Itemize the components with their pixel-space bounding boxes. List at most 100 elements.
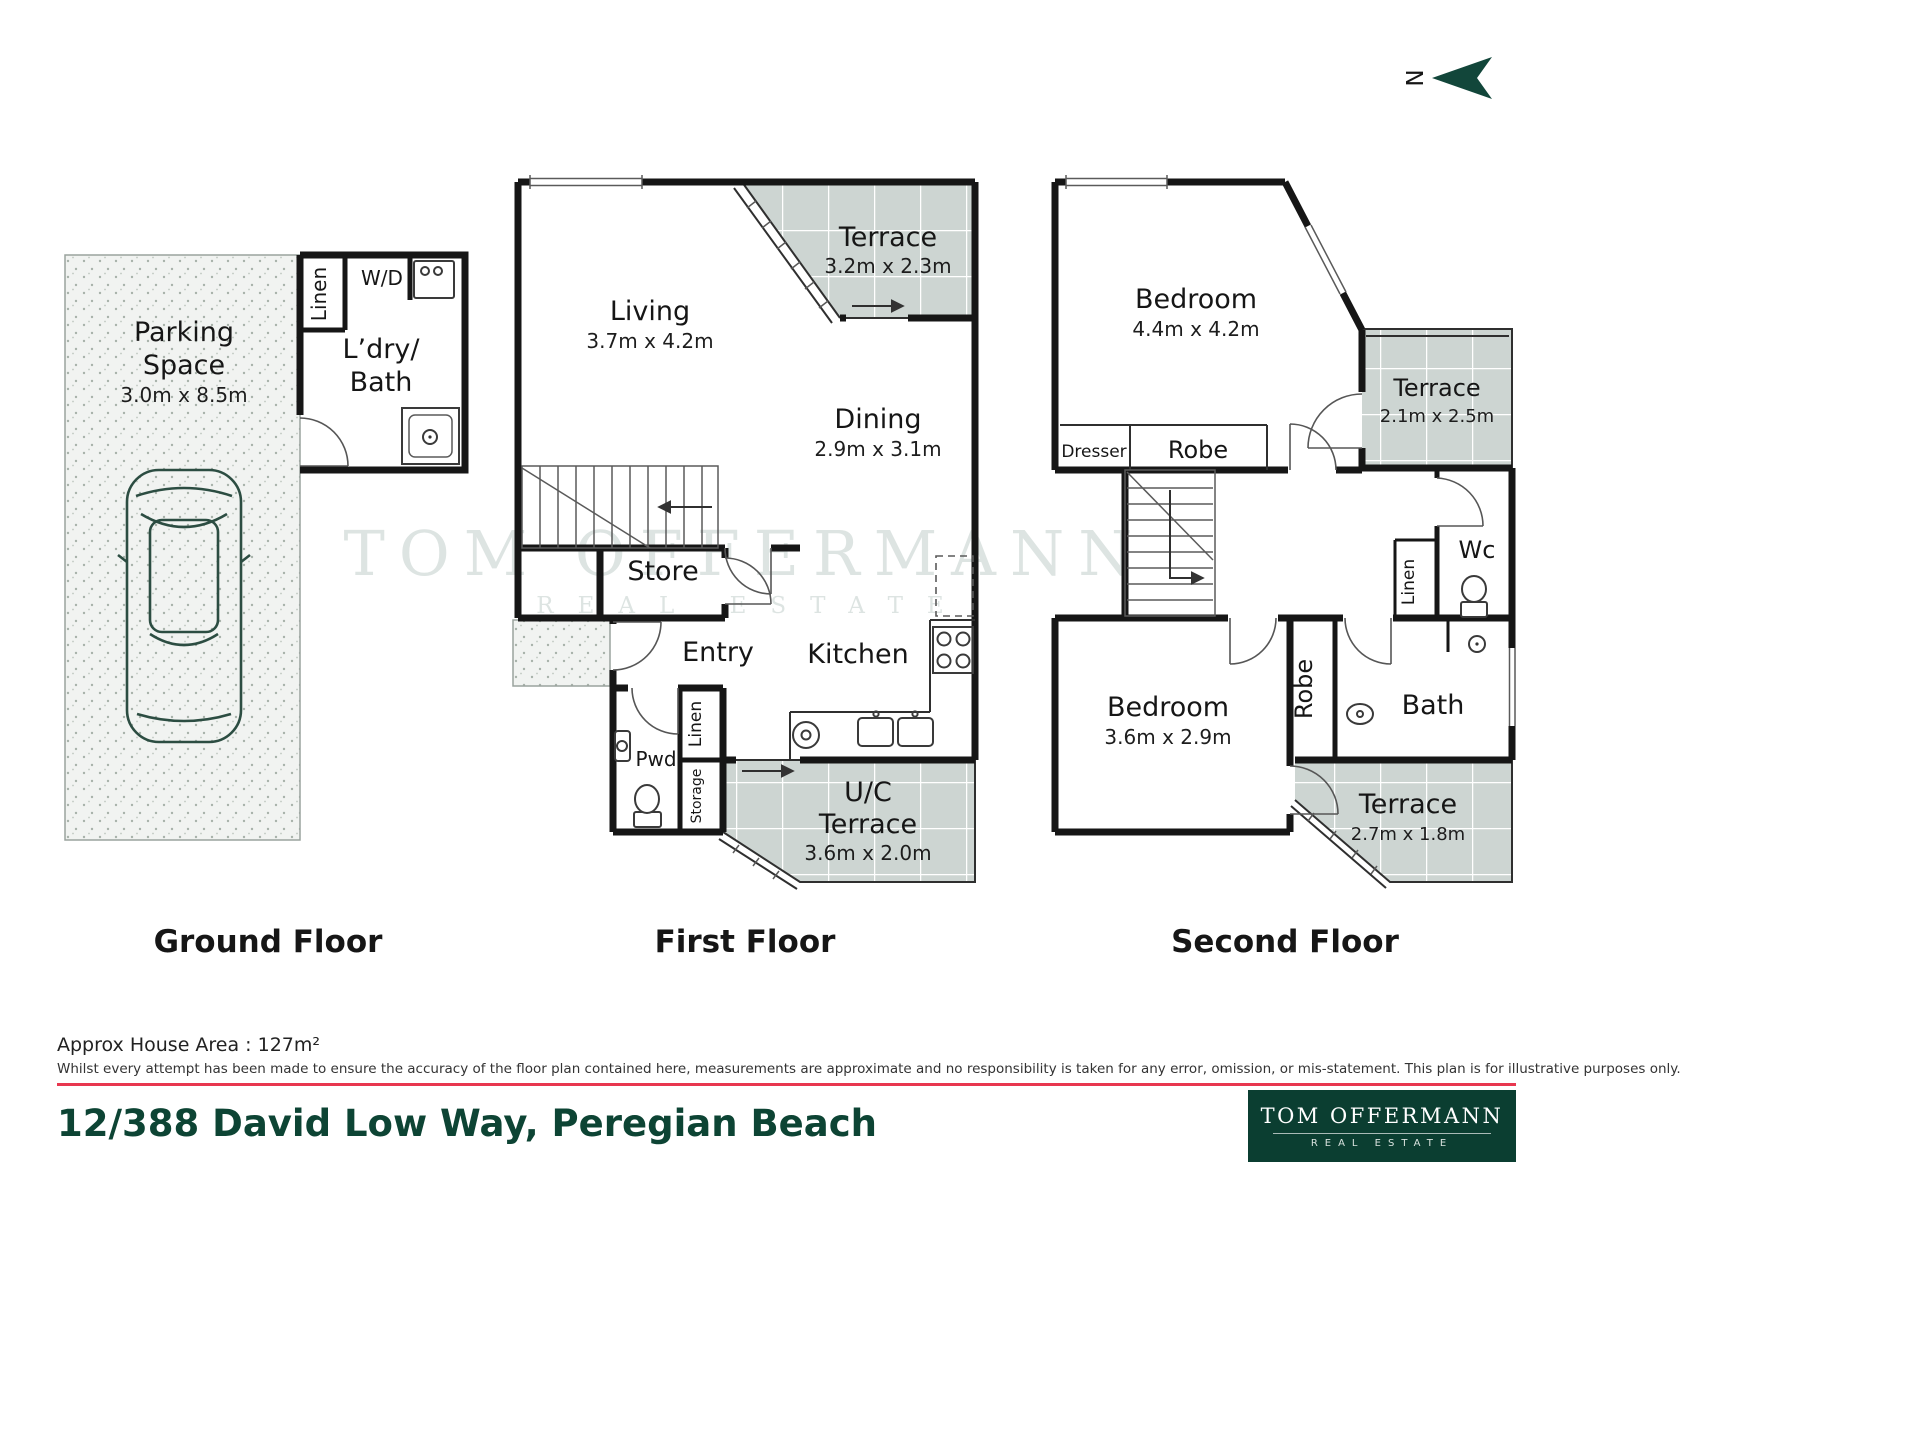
property-address: 12/388 David Low Way, Peregian Beach — [57, 1102, 877, 1145]
laundry-label-1: L’dry/ — [343, 334, 421, 365]
house-area-note: Approx House Area : 127m² — [57, 1034, 321, 1056]
window — [1507, 648, 1518, 726]
brand-logo: TOM OFFERMANN REAL ESTATE — [1248, 1090, 1516, 1162]
terrace1-floor — [1362, 330, 1512, 468]
living-label: Living — [610, 296, 690, 327]
sf-linen-walls — [1393, 538, 1437, 618]
toilet-icon — [633, 784, 662, 828]
bedroom1-dims: 4.4m x 4.2m — [1132, 317, 1259, 341]
terrace2-label: Terrace — [1358, 789, 1457, 820]
closet-row — [1060, 424, 1268, 470]
dresser-label: Dresser — [1061, 442, 1126, 462]
entry-label: Entry — [682, 637, 754, 668]
kitchen-counter-bottom — [789, 711, 930, 760]
parking-label-2: Space — [143, 350, 225, 381]
window — [529, 175, 643, 189]
terrace2-door-arc — [1289, 765, 1339, 815]
bath-door-arc — [1344, 617, 1392, 665]
wc-label: Wc — [1459, 536, 1496, 564]
uc-terrace-label-2: Terrace — [818, 809, 917, 840]
laundry-walls — [300, 251, 469, 474]
window — [1065, 175, 1168, 189]
parking-dims: 3.0m x 8.5m — [120, 383, 247, 407]
pwd-door-arc — [631, 687, 679, 735]
linen-label: Linen — [307, 267, 331, 321]
terrace-floor — [742, 182, 975, 318]
terrace1-border — [1362, 328, 1513, 468]
terrace-label: Terrace — [838, 222, 937, 253]
dining-dims: 2.9m x 3.1m — [814, 437, 941, 461]
fridge-space — [935, 555, 974, 617]
kitchen-counter-right — [929, 619, 975, 712]
dining-label: Dining — [834, 404, 921, 435]
terrace1-dims: 2.1m x 2.5m — [1380, 406, 1494, 427]
ground-floor-title: Ground Floor — [154, 924, 384, 960]
terrace1-door-arc — [1307, 393, 1363, 449]
sink-icon — [857, 710, 934, 747]
pwd-label: Pwd — [635, 747, 676, 771]
terrace2-dims: 2.7m x 1.8m — [1351, 824, 1465, 845]
entry-door-arc — [612, 621, 662, 671]
laundry-door-arc — [299, 417, 349, 467]
terrace2-border — [1290, 760, 1513, 889]
store-door-arc — [724, 557, 772, 605]
closet-divider-walls — [677, 688, 723, 832]
laundry-label-2: Bath — [350, 367, 413, 398]
terrace-balustrade — [733, 181, 841, 324]
bedroom1-door-arc — [1289, 423, 1337, 471]
hall-door-arc — [724, 547, 772, 595]
divider-line — [57, 1083, 1516, 1086]
north-label: N — [1400, 69, 1426, 86]
disclaimer: Whilst every attempt has been made to en… — [57, 1061, 1681, 1077]
floorplan-canvas: TOM OFFERMANN REAL ESTATE Parking Space … — [64, 57, 1518, 960]
ground-floor-plan: Parking Space 3.0m x 8.5m — [64, 251, 469, 841]
stove-icon — [932, 626, 974, 674]
second-floor-plan: Bedroom 4.4m x 4.2m Terrace 2.1m x 2.5m … — [1051, 175, 1518, 889]
parking-label-1: Parking — [134, 317, 234, 348]
kitchen-label: Kitchen — [807, 639, 908, 670]
robe1-label: Robe — [1168, 436, 1228, 464]
bedroom1-label: Bedroom — [1135, 284, 1257, 315]
bedroom2-outer-walls — [1051, 618, 1290, 836]
terrace-dims: 3.2m x 2.3m — [824, 254, 951, 278]
round-fixture-icon — [792, 721, 820, 749]
storage-label: Storage — [689, 769, 705, 824]
stairs-first-floor — [521, 465, 719, 549]
stairs-direction-arrow — [1169, 490, 1205, 585]
uc-terrace-border — [718, 760, 976, 890]
living-dims: 3.7m x 4.2m — [586, 329, 713, 353]
north-arrow: N — [1400, 57, 1492, 99]
bedroom2-door-arc — [1229, 617, 1277, 665]
terrace2-floor — [1295, 760, 1512, 882]
bath-basin-icon — [1346, 703, 1374, 725]
car-icon — [117, 468, 251, 744]
brand-tagline: REAL ESTATE — [1310, 1137, 1454, 1149]
watermark-line1: TOM OFFERMANN — [344, 517, 1147, 590]
second-floor-title: Second Floor — [1171, 924, 1399, 960]
linen-closet-walls — [300, 255, 348, 333]
washer-dryer-icon — [413, 260, 455, 299]
bedroom2-label: Bedroom — [1107, 692, 1229, 723]
watermark: TOM OFFERMANN REAL ESTATE — [344, 517, 1147, 619]
brand-name: TOM OFFERMANN — [1260, 1103, 1504, 1128]
uc-terrace-floor — [723, 760, 975, 882]
stairs-second-floor — [1124, 469, 1216, 617]
wc-door-arc — [1436, 477, 1484, 527]
terrace-slider — [846, 299, 908, 319]
first-floor-plan: Terrace 3.2m x 2.3m Living 3.7m x 4.2m D… — [512, 175, 979, 890]
sf-linen-label: Linen — [1399, 559, 1419, 605]
bedroom2-dims: 3.6m x 2.9m — [1104, 725, 1231, 749]
uc-terrace-dims: 3.6m x 2.0m — [804, 841, 931, 865]
ff-linen-label: Linen — [686, 701, 706, 747]
shower-icon — [401, 407, 460, 465]
first-floor-title: First Floor — [655, 924, 837, 960]
window — [1303, 223, 1348, 296]
north-arrow-icon — [1432, 57, 1492, 99]
uc-terrace-label-1: U/C — [844, 777, 892, 808]
entry-landing — [512, 619, 611, 687]
shower-rose-icon — [1468, 635, 1486, 653]
basin-icon — [614, 730, 631, 762]
brand-logo-rule — [1273, 1132, 1491, 1134]
robe2-label: Robe — [1290, 659, 1318, 719]
toilet-icon — [1460, 575, 1488, 618]
